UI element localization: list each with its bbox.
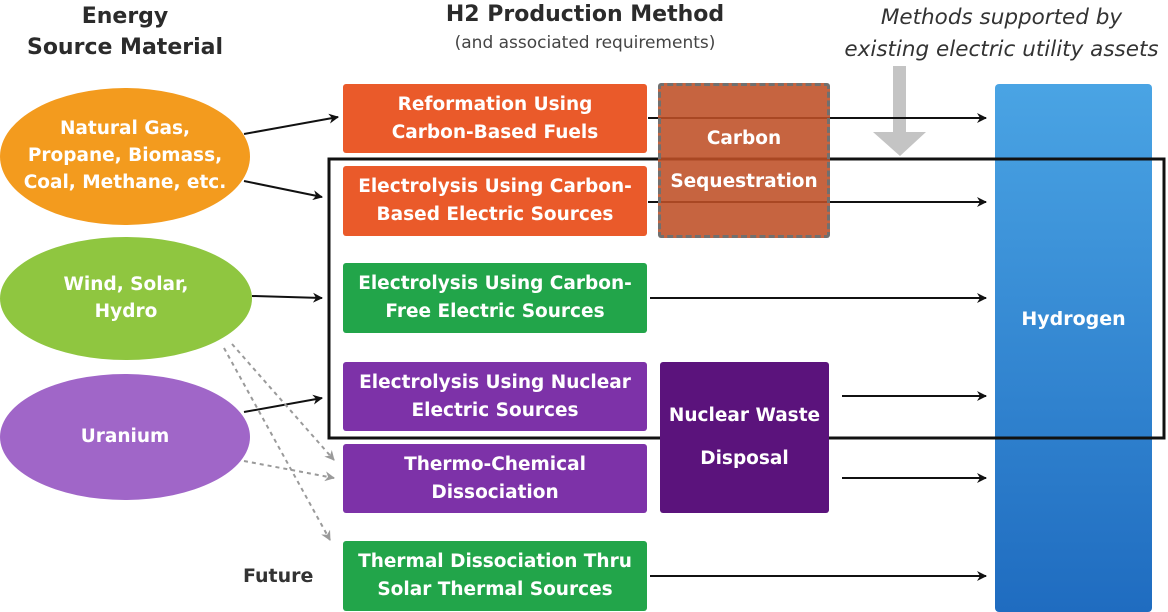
hydrogen-column	[995, 84, 1152, 612]
method-thermo-chemical: Thermo-Chemical Dissociation	[343, 444, 647, 513]
arrow-renewable-electrolysis	[251, 292, 323, 303]
arrow-nuclear-electrolysis	[243, 394, 323, 413]
method-reformation: Reformation Using Carbon-Based Fuels	[343, 84, 647, 153]
h2-method-header: H2 Production Method	[445, 2, 725, 27]
method-electrolysis-carbon: Electrolysis Using Carbon- Based Electri…	[343, 166, 647, 236]
arrow-fossil-electrolysis	[243, 180, 323, 201]
utility-down-arrow	[873, 66, 926, 156]
hydrogen-label: Hydrogen	[1021, 308, 1126, 330]
arrow-future-renewable-thermochem	[231, 343, 335, 461]
utility-note: Methods supported by existing electric u…	[844, 5, 1159, 63]
energy-source-header: Energy Source Material	[26, 4, 224, 60]
source-uranium: Uranium	[0, 374, 250, 500]
requirement-nuclear-waste: Nuclear Waste Disposal	[660, 362, 829, 513]
method-electrolysis-nuclear: Electrolysis Using Nuclear Electric Sour…	[343, 362, 647, 431]
source-wind-solar-hydro: Wind, Solar, Hydro	[0, 237, 252, 360]
arrow-future-nuclear-thermochem	[243, 460, 335, 482]
source-fossil-fuels: Natural Gas, Propane, Biomass, Coal, Met…	[0, 88, 250, 225]
arrow-fossil-reformation	[243, 113, 339, 135]
requirement-carbon-sequestration: Carbon Sequestration	[658, 83, 830, 238]
future-label: Future	[243, 565, 314, 587]
method-thermal-solar: Thermal Dissociation Thru Solar Thermal …	[343, 541, 647, 611]
method-electrolysis-carbon-free: Electrolysis Using Carbon- Free Electric…	[343, 263, 647, 333]
h2-method-subheader: (and associated requirements)	[454, 33, 716, 53]
